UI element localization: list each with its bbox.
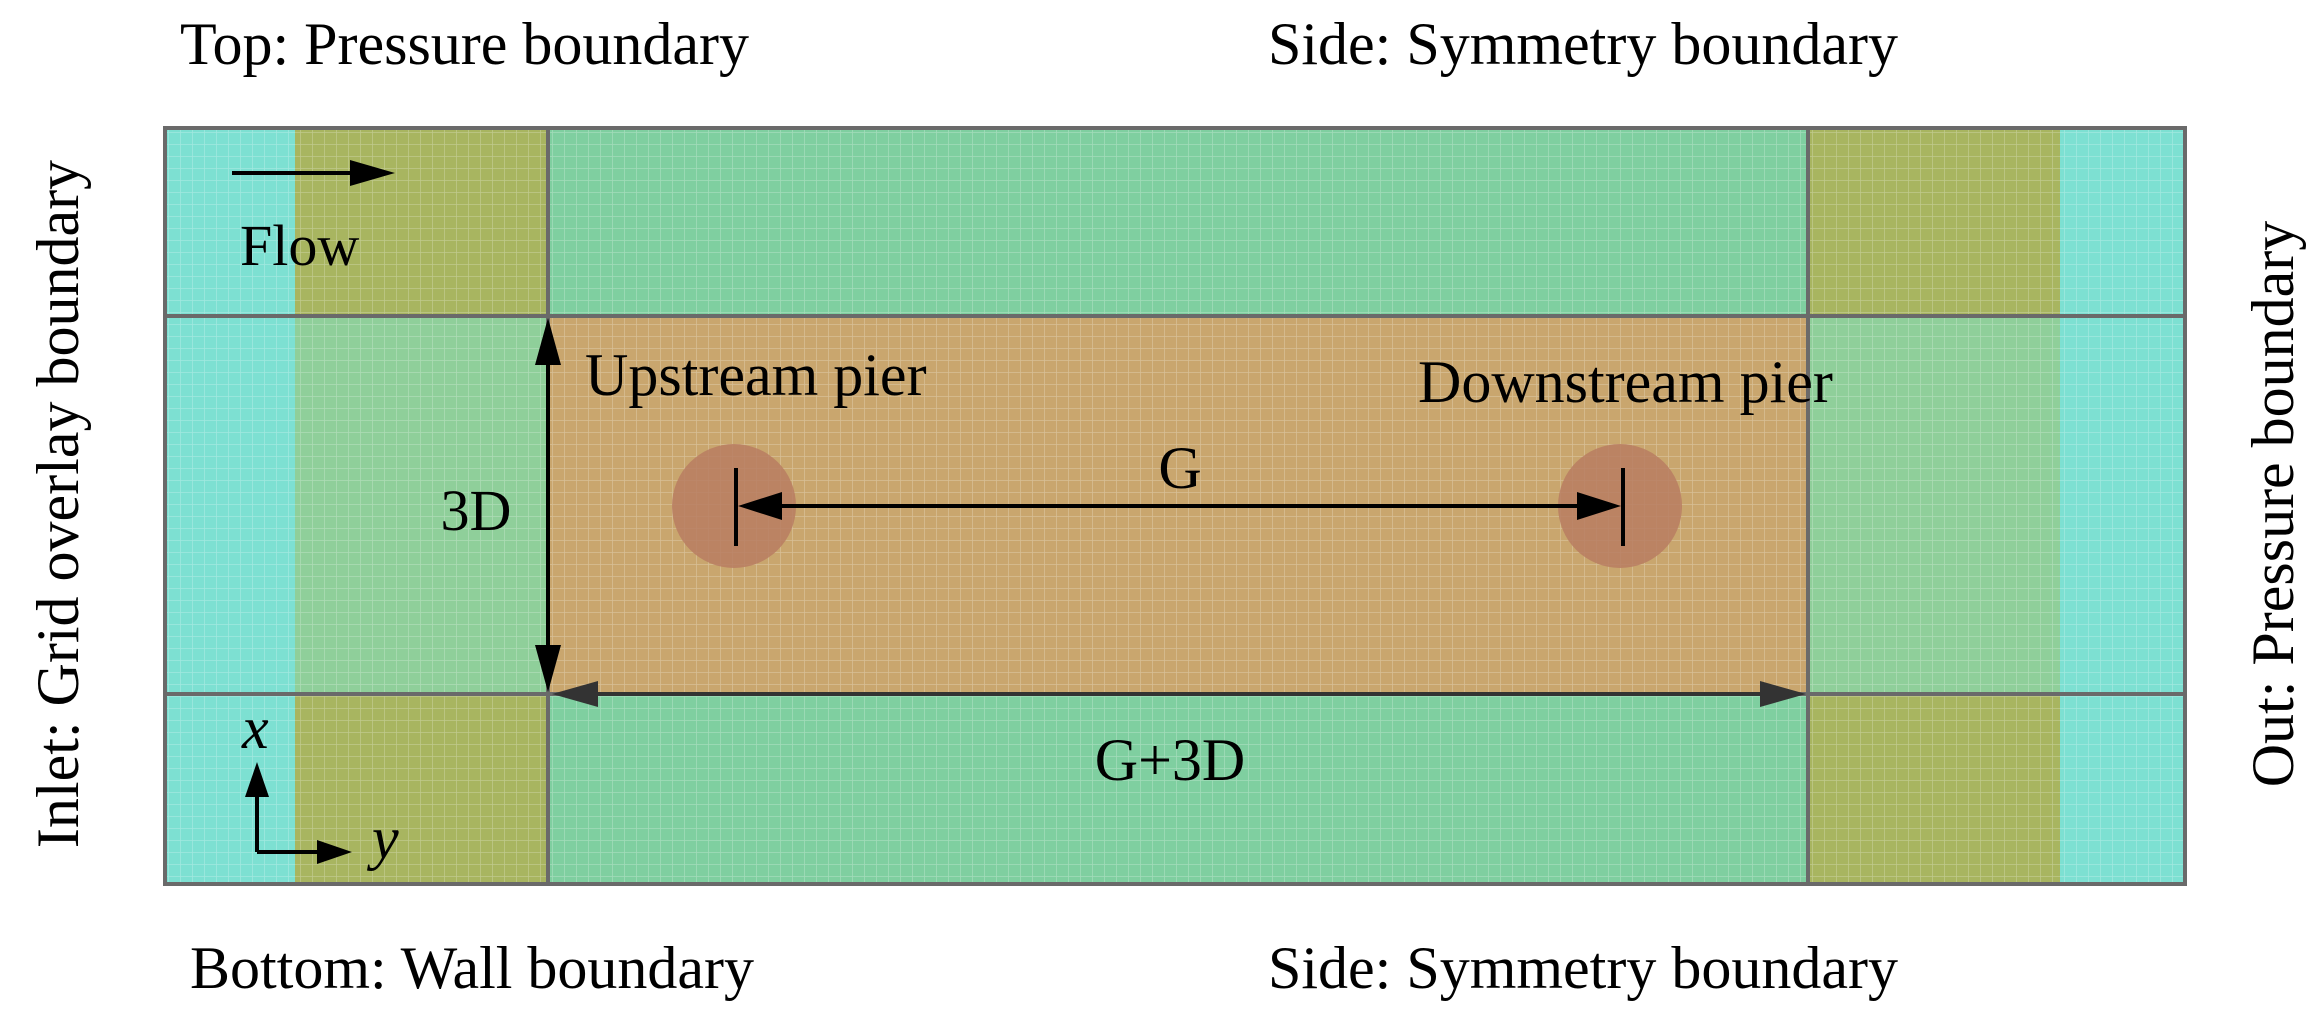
upstream-pier-label: Upstream pier <box>585 342 927 408</box>
width-label: 3D <box>441 478 512 543</box>
axis-indicator <box>245 762 352 864</box>
length-dimension <box>552 681 1806 707</box>
length-label: G+3D <box>1095 727 1246 793</box>
domain-border <box>163 126 2187 886</box>
flow-arrow <box>232 160 395 186</box>
axis-y-label: y <box>366 805 399 871</box>
downstream-pier-label: Downstream pier <box>1418 349 1833 415</box>
gap-label: G <box>1158 435 1201 501</box>
side-top-boundary-label: Side: Symmetry boundary <box>1268 11 1898 77</box>
outlet-boundary-label: Out: Pressure boundary <box>2240 221 2306 788</box>
inlet-boundary-label: Inlet: Grid overlay boundary <box>25 160 91 848</box>
width-dimension <box>535 318 561 692</box>
axis-x-label: x <box>241 695 269 761</box>
gap-dimension <box>734 468 1625 546</box>
bottom-boundary-label: Bottom: Wall boundary <box>190 935 754 1001</box>
side-bottom-boundary-label: Side: Symmetry boundary <box>1268 935 1898 1001</box>
top-boundary-label: Top: Pressure boundary <box>180 11 749 77</box>
flow-label: Flow <box>240 213 359 278</box>
